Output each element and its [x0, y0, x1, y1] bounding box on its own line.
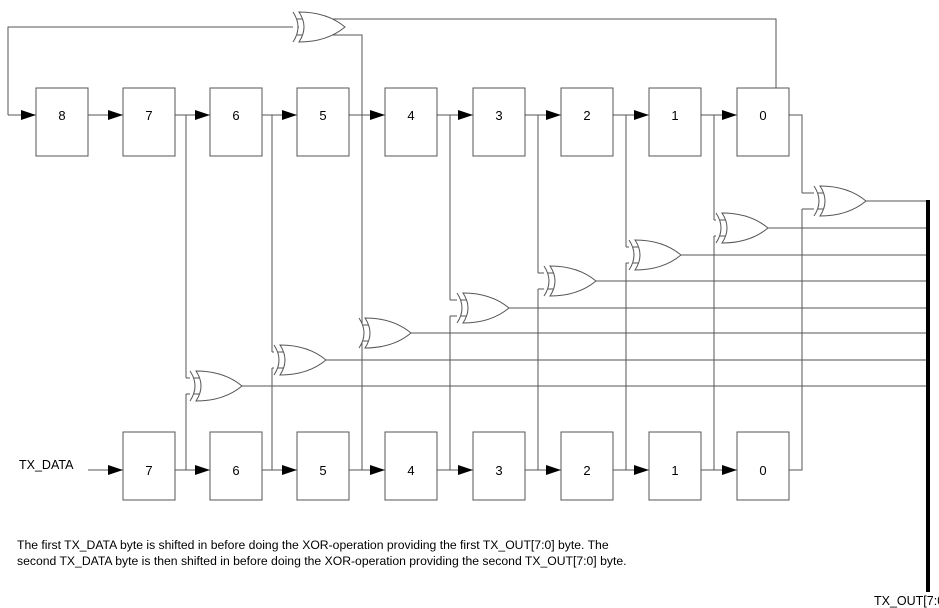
top-register-cell-1-label: 1 [671, 108, 678, 123]
output-xor-gate-5-input-arc [358, 317, 365, 349]
top-register-cell-7-label: 7 [145, 108, 152, 123]
top-shift-arrow [722, 110, 737, 120]
output-xor-gate-4 [462, 292, 510, 324]
top-shift-arrow [282, 110, 297, 120]
bottom-register-cell-7 [122, 431, 176, 501]
top-shift-arrow [546, 110, 561, 120]
tx-data-label: TX_DATA [19, 458, 74, 472]
top-register-cell-5 [296, 87, 350, 157]
bottom-register-cell-6 [209, 431, 263, 501]
output-xor-gate-1-input-arc [715, 212, 722, 244]
bottom-shift-arrow [282, 465, 297, 475]
bottom-register-cell-1-label: 1 [671, 463, 678, 478]
top-register-cell-4-label: 4 [407, 108, 414, 123]
bottom-register-cell-6-label: 6 [232, 463, 239, 478]
top-register-cell-3-label: 3 [495, 108, 502, 123]
bottom-register-cell-3-label: 3 [495, 463, 502, 478]
top-shift-arrow [21, 110, 36, 120]
bottom-register-cell-2-label: 2 [583, 463, 590, 478]
top-register-cell-2 [560, 87, 614, 157]
bottom-shift-arrow [546, 465, 561, 475]
output-xor-gate-7 [195, 370, 243, 402]
feedback-xor-gate-input-arc [292, 11, 299, 43]
output-xor-gate-0 [819, 185, 867, 217]
top-register-cell-8 [35, 87, 89, 157]
bottom-shift-arrow [458, 465, 473, 475]
tx-data-arrow [108, 465, 123, 475]
connection-wires [7, 18, 928, 475]
bottom-register-cell-4 [384, 431, 438, 501]
xor-gates [189, 11, 867, 402]
output-xor-gate-2 [634, 239, 682, 271]
top-register-cell-0 [736, 87, 790, 157]
output-xor-gate-1 [721, 212, 769, 244]
caption: The first TX_DATA byte is shifted in bef… [17, 537, 837, 569]
output-xor-gate-0-input-arc [813, 185, 820, 217]
bottom-shift-arrow [370, 465, 385, 475]
top-register-cell-3 [472, 87, 526, 157]
feedback-return-wire [7, 26, 299, 115]
bottom-register-cell-4-label: 4 [407, 463, 414, 478]
output-xor-gate-2-input-arc [628, 239, 635, 271]
bottom-shift-arrow [634, 465, 649, 475]
bottom-register-cell-0-label: 0 [759, 463, 766, 478]
top-shift-arrow [458, 110, 473, 120]
top-register-cell-0-label: 0 [759, 108, 766, 123]
top-register-cell-4 [384, 87, 438, 157]
bottom-register-cell-1 [648, 431, 702, 501]
bottom-tap-0-return [789, 209, 803, 471]
top-register-cell-2-label: 2 [583, 108, 590, 123]
tx-out-label: TX_OUT[7:0] [874, 594, 939, 608]
top-register-cell-8-label: 8 [58, 108, 65, 123]
top-shift-arrow [195, 110, 210, 120]
bottom-register-cell-2 [560, 431, 614, 501]
top-register-cell-7 [122, 87, 176, 157]
top-shift-register: 8 7 6 5 4 3 2 1 0 [35, 87, 790, 157]
output-xor-gate-5 [364, 317, 412, 349]
bottom-register-cell-3 [472, 431, 526, 501]
bottom-shift-arrow [195, 465, 210, 475]
top-shift-arrow [370, 110, 385, 120]
top-register-cell-5-label: 5 [319, 108, 326, 123]
bottom-register-cell-5 [296, 431, 350, 501]
output-xor-gate-6-input-arc [273, 344, 280, 376]
output-xor-gate-6 [279, 344, 327, 376]
output-xor-gate-3 [549, 265, 597, 297]
output-xor-gate-4-input-arc [456, 292, 463, 324]
top-register-cell-6-label: 6 [232, 108, 239, 123]
bottom-shift-register: 7 6 5 4 3 2 1 0 [122, 431, 790, 501]
top-shift-arrow [634, 110, 649, 120]
bottom-shift-arrow [722, 465, 737, 475]
caption-line-1: The first TX_DATA byte is shifted in bef… [17, 538, 609, 552]
output-xor-gate-3-input-arc [543, 265, 550, 297]
top-tap-0 [789, 114, 803, 193]
feedback-xor-gate [298, 11, 346, 43]
caption-line-2: second TX_DATA byte is then shifted in b… [17, 554, 627, 568]
top-register-cell-6 [209, 87, 263, 157]
top-shift-arrow [108, 110, 123, 120]
bottom-register-cell-7-label: 7 [145, 463, 152, 478]
output-xor-gate-7-input-arc [189, 370, 196, 402]
feedback-tap-0 [297, 18, 789, 116]
bottom-register-cell-5-label: 5 [319, 463, 326, 478]
bottom-register-cell-0 [736, 431, 790, 501]
top-register-cell-1 [648, 87, 702, 157]
